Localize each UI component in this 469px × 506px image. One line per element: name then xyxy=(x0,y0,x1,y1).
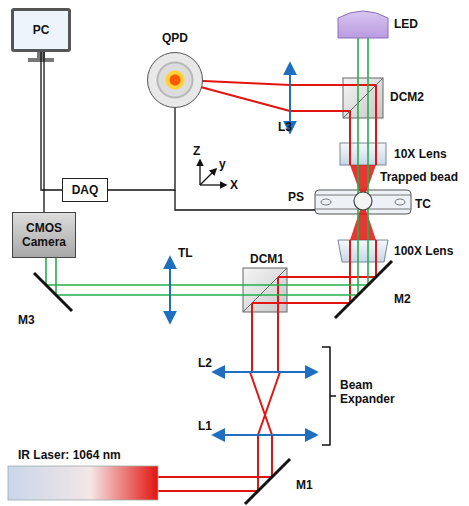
part-label: Beam Expander xyxy=(340,378,400,406)
part-label: M1 xyxy=(296,478,313,492)
part-label: X xyxy=(230,178,238,192)
part-label: TL xyxy=(178,246,193,260)
part-label: 100X Lens xyxy=(394,244,453,258)
part-label: DCM1 xyxy=(250,252,284,266)
signal-wire xyxy=(108,108,175,190)
signal-wire xyxy=(41,52,62,190)
part-label: IR Laser: 1064 nm xyxy=(18,448,121,462)
signal-wire xyxy=(44,52,45,212)
part-label: PS xyxy=(288,190,304,204)
part-label: L1 xyxy=(198,419,212,433)
part-label: L2 xyxy=(198,356,212,370)
daq-box: DAQ xyxy=(62,178,108,202)
node-label: PC xyxy=(33,23,50,37)
part-label: TC xyxy=(415,197,431,211)
part-label: Trapped bead xyxy=(380,170,458,184)
part-label: Z xyxy=(193,144,200,158)
part-label: 10X Lens xyxy=(394,147,447,161)
node-label: CMOS Camera xyxy=(13,221,75,249)
qpd-detector: QPD xyxy=(147,52,203,108)
part-label: L3 xyxy=(278,120,292,134)
node-label: DAQ xyxy=(72,183,99,197)
pc-monitor: PC xyxy=(11,8,71,52)
part-label: y xyxy=(219,157,226,171)
part-label: M3 xyxy=(18,313,35,327)
part-label: LED xyxy=(394,17,418,31)
part-label: DCM2 xyxy=(390,90,424,104)
node-label: QPD xyxy=(162,31,188,45)
part-label: M2 xyxy=(394,292,411,306)
camera-box: CMOS Camera xyxy=(12,212,76,258)
